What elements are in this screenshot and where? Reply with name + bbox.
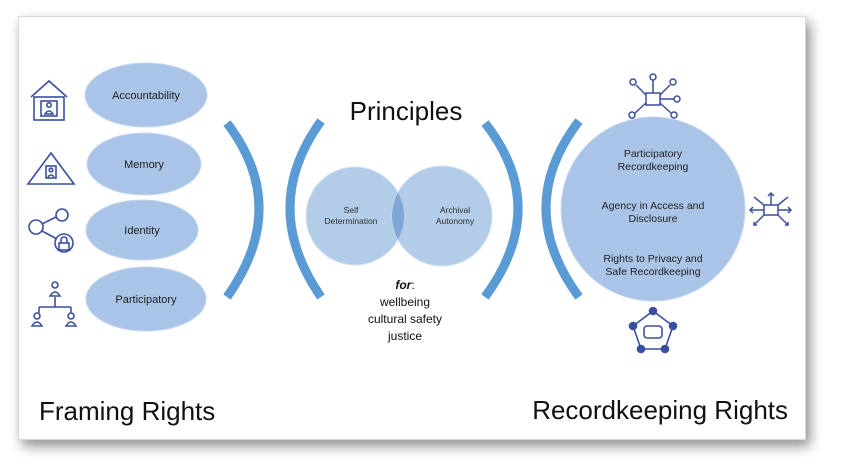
framing-item-label: Accountability <box>112 90 180 102</box>
venn-right-label-2: Autonomy <box>436 216 475 226</box>
recordkeeping-item-label: Rights to Privacy and <box>603 253 702 265</box>
venn-left-label-2: Determination <box>325 216 378 226</box>
bracket-left-outer <box>223 120 264 300</box>
purposes-lead: for <box>395 278 412 292</box>
house-person-icon <box>30 79 68 121</box>
network-hub-icon <box>628 73 681 119</box>
recordkeeping-item-label: Safe Recordkeeping <box>605 266 700 278</box>
recordkeeping-circle: Participatory Recordkeeping Agency in Ac… <box>560 116 746 302</box>
purposes-colon: : <box>411 278 414 292</box>
recordkeeping-item-label: Participatory <box>624 148 683 160</box>
purpose-item: cultural safety <box>368 312 442 326</box>
framing-item-memory: Memory <box>86 132 202 196</box>
svg-text:for:: for: <box>395 278 414 292</box>
framing-item-identity: Identity <box>85 199 199 261</box>
expand-arrows-icon <box>748 191 793 226</box>
recordkeeping-item-label: Agency in Access and <box>602 200 705 212</box>
recordkeeping-item-label: Recordkeeping <box>618 161 689 173</box>
triangle-person-icon <box>26 151 76 185</box>
recordkeeping-item-label: Disclosure <box>628 213 677 225</box>
principles-title: Principles <box>350 96 463 126</box>
framing-item-label: Memory <box>124 159 164 171</box>
venn-right-label-1: Archival <box>440 205 470 215</box>
bracket-left-inner <box>285 118 325 300</box>
purpose-item: wellbeing <box>379 295 430 309</box>
framing-item-participatory: Participatory <box>85 266 207 332</box>
pentagon-network-icon <box>628 306 678 354</box>
purposes-list: for: wellbeing cultural safety justice <box>368 278 442 343</box>
bracket-right-outer <box>541 118 583 300</box>
share-lock-icon <box>28 208 74 253</box>
venn-left-label-1: Self <box>344 205 359 215</box>
purpose-item: justice <box>387 329 422 343</box>
framing-item-label: Participatory <box>115 294 177 306</box>
bracket-right-inner <box>481 120 523 300</box>
diagram-slide: Principles Accountability <box>18 16 806 440</box>
framing-item-accountability: Accountability <box>84 62 208 128</box>
framing-rights-heading: Framing Rights <box>39 396 215 426</box>
diagram-canvas: Principles Accountability <box>26 62 793 426</box>
venn-diagram: Self Determination Archival Autonomy <box>305 165 493 267</box>
recordkeeping-rights-heading: Recordkeeping Rights <box>532 395 788 425</box>
people-network-icon <box>30 281 78 327</box>
framing-item-label: Identity <box>124 225 160 237</box>
